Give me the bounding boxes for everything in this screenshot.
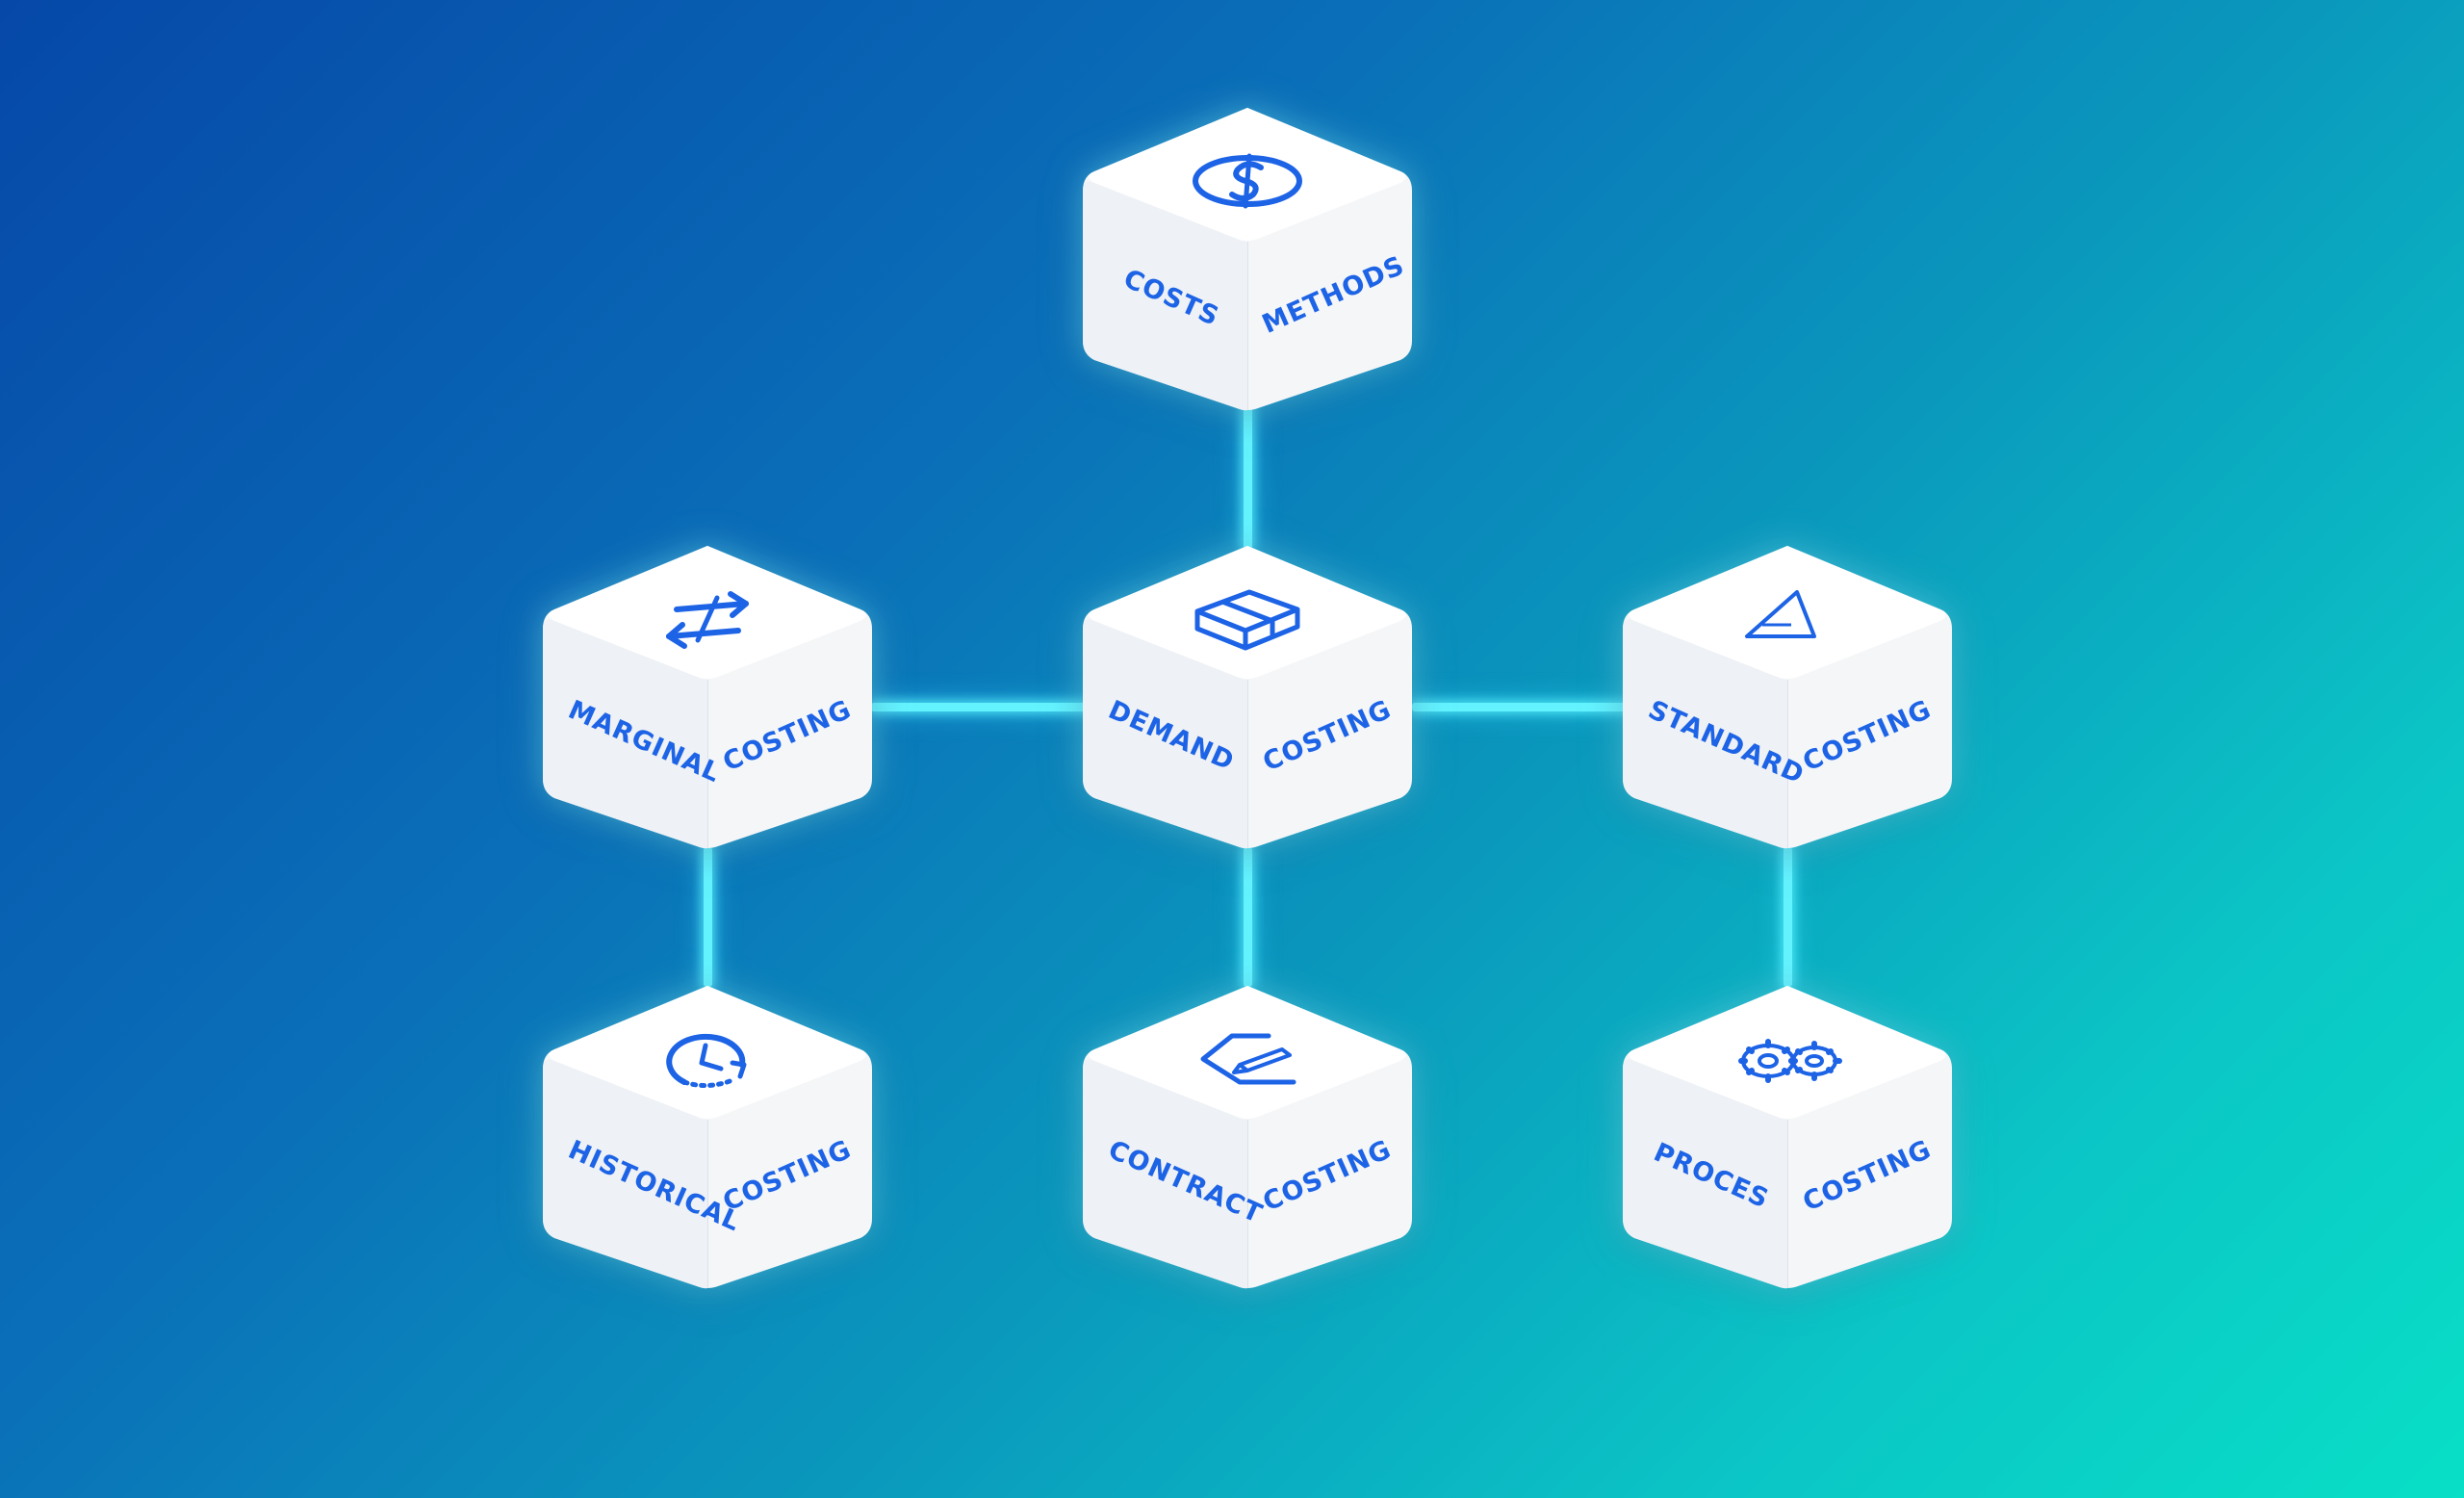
- triangle-ruler-icon: [1730, 581, 1845, 658]
- connector-left-bottom-left: [704, 847, 712, 987]
- connector-center-right: [1412, 703, 1629, 711]
- contract-pen-icon: [1190, 1020, 1305, 1098]
- gears-icon: [1730, 1020, 1845, 1098]
- cube-demand-costing: DEMAND COSTING: [1081, 542, 1414, 850]
- cube-contract-costing: CONTRACT COSTING: [1081, 982, 1414, 1290]
- cube-body: [1623, 546, 1952, 849]
- cube-body: [1083, 546, 1412, 849]
- cube-body: [543, 546, 872, 849]
- dollar-circle-icon: [1190, 142, 1305, 220]
- cube-body: [543, 986, 872, 1289]
- connector-center-bottom-center: [1244, 847, 1252, 987]
- connector-left-center: [871, 703, 1088, 711]
- cube-costs-methods: COSTS METHODS: [1081, 104, 1414, 412]
- connector-right-bottom-right: [1784, 847, 1792, 987]
- cube-body: [1083, 108, 1412, 411]
- clock-history-icon: [650, 1020, 765, 1098]
- swap-arrows-icon: [650, 581, 765, 658]
- cube-marginal-costing: MARGINAL COSTING: [541, 542, 874, 850]
- box-icon: [1190, 581, 1305, 658]
- cube-proces-costing: PROCES COSTING: [1621, 982, 1954, 1290]
- connector-top-center: [1244, 404, 1252, 549]
- cube-standard-costing: STANDARD COSTING: [1621, 542, 1954, 850]
- cube-body: [1083, 986, 1412, 1289]
- cube-historical-costing: HISTORICAL COSTING: [541, 982, 874, 1290]
